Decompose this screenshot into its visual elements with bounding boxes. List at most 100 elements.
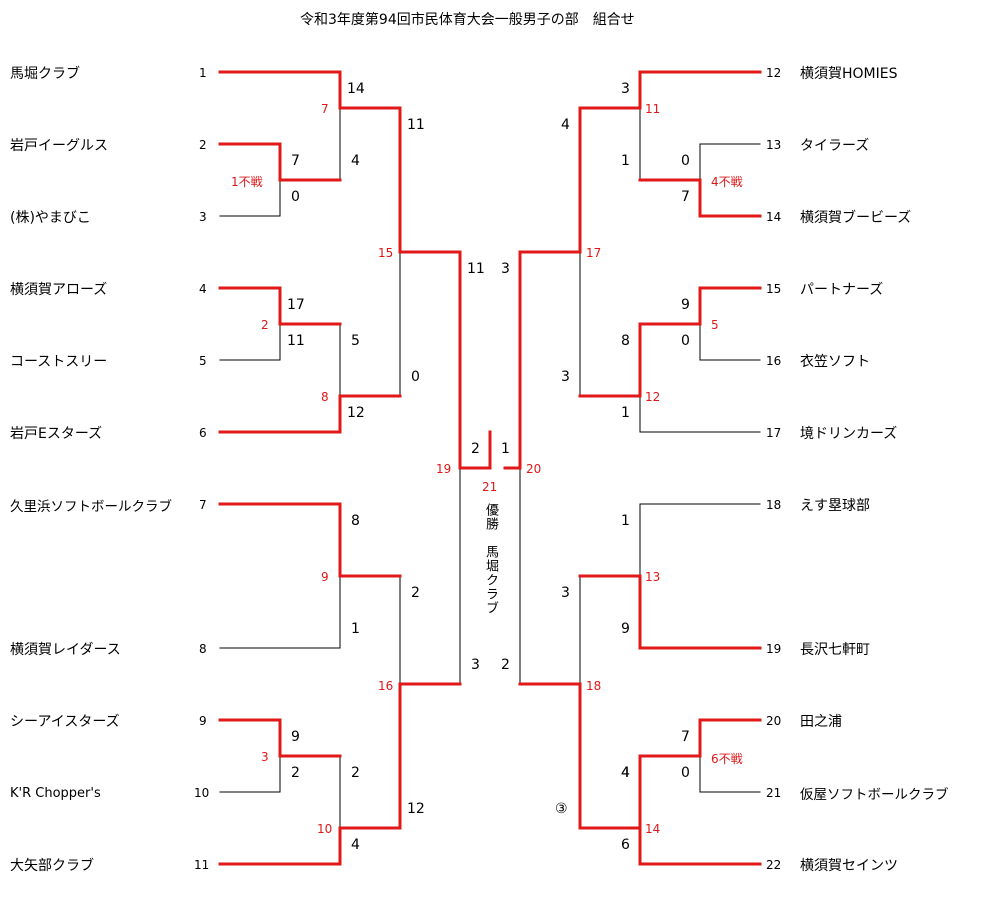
score-m5-top: 9 bbox=[681, 297, 690, 313]
score-m2-bot: 11 bbox=[287, 333, 305, 349]
score-m13-top: 1 bbox=[621, 513, 630, 529]
match-number-14: 14 bbox=[645, 822, 661, 836]
score-m16-top: 2 bbox=[411, 585, 420, 601]
win-team9 bbox=[218, 718, 282, 758]
score-m19-top: 11 bbox=[467, 261, 485, 277]
team-seed-13: 13 bbox=[766, 138, 782, 152]
win-m15 bbox=[398, 106, 462, 254]
score-m3-top: 9 bbox=[291, 729, 300, 745]
team-name-岩戸イーグルス: 岩戸イーグルス bbox=[10, 138, 108, 154]
match-number-16: 16 bbox=[378, 679, 394, 693]
team-seed-19: 19 bbox=[766, 642, 782, 656]
team-name-タイラーズ: タイラーズ bbox=[800, 138, 870, 154]
team-seed-17: 17 bbox=[766, 426, 782, 440]
team-name-大矢部クラブ: 大矢部クラブ bbox=[10, 858, 94, 874]
team-name-岩戸Eスターズ: 岩戸Eスターズ bbox=[10, 426, 103, 442]
win-team20 bbox=[638, 718, 762, 758]
line-m3-advance bbox=[279, 755, 341, 829]
team-name-横須賀セインツ: 横須賀セインツ bbox=[800, 858, 898, 874]
team-seed-14: 14 bbox=[766, 210, 782, 224]
line-team18 bbox=[639, 503, 761, 577]
score-m3-bot: 2 bbox=[291, 765, 300, 781]
win-team4 bbox=[218, 286, 282, 326]
match-number-11: 11 bbox=[645, 102, 661, 116]
line-team10 bbox=[219, 755, 281, 793]
team-name-横須賀アローズ: 横須賀アローズ bbox=[10, 282, 108, 298]
team-seed-21: 21 bbox=[766, 786, 782, 800]
team-name-長沢七軒町: 長沢七軒町 bbox=[800, 642, 870, 658]
team-name-KR-Choppers: K'R Chopper's bbox=[10, 786, 101, 801]
match-number-4: 4不戦 bbox=[711, 175, 743, 189]
score-m13-bot: 9 bbox=[621, 621, 630, 637]
team-name-シーアイスターズ: シーアイスターズ bbox=[10, 714, 120, 730]
team-name-やまびこ: (株)やまびこ bbox=[10, 210, 91, 226]
team-name-横須賀HOMIES: 横須賀HOMIES bbox=[800, 66, 898, 82]
score-m5-bot: 0 bbox=[681, 333, 690, 349]
team-name-コーストスリー: コーストスリー bbox=[10, 354, 108, 370]
team-seed-6: 6 bbox=[199, 426, 207, 440]
line-m9-advance bbox=[339, 575, 401, 685]
line-team17 bbox=[639, 395, 761, 433]
match-number-10: 10 bbox=[317, 822, 333, 836]
match-number-2: 2 bbox=[261, 318, 269, 332]
win-m19 bbox=[458, 250, 492, 470]
score-m16-bot: 12 bbox=[407, 801, 425, 817]
team-seed-18: 18 bbox=[766, 498, 782, 512]
team-seed-5: 5 bbox=[199, 354, 207, 368]
score-m20-top: 3 bbox=[501, 261, 510, 277]
team-seed-1: 1 bbox=[199, 66, 207, 80]
team-name-久里浜ソフトボールクラブ: 久里浜ソフトボールクラブ bbox=[10, 499, 172, 515]
match-number-17: 17 bbox=[586, 246, 602, 260]
team-name-田之浦: 田之浦 bbox=[800, 714, 842, 730]
win-m17 bbox=[503, 106, 582, 470]
score-m11-bot: 1 bbox=[621, 153, 630, 169]
win-team12 bbox=[578, 70, 762, 110]
team-seed-8: 8 bbox=[199, 642, 207, 656]
score-m12-bot: 1 bbox=[621, 405, 630, 421]
team-seed-15: 15 bbox=[766, 282, 782, 296]
match-number-9: 9 bbox=[321, 570, 329, 584]
match-number-19: 19 bbox=[436, 462, 452, 476]
score-m4-bot: 7 bbox=[681, 189, 690, 205]
team-name-仮屋ソフトボールクラブ: 仮屋ソフトボールクラブ bbox=[800, 787, 949, 803]
line-team21 bbox=[699, 755, 761, 793]
team-seed-3: 3 bbox=[199, 210, 207, 224]
match-number-12: 12 bbox=[645, 390, 661, 404]
court-mark: ③ bbox=[555, 801, 568, 817]
score-m21-left: 2 bbox=[471, 441, 480, 457]
win-team11 bbox=[218, 826, 342, 866]
win-team14 bbox=[638, 178, 762, 218]
win-team7 bbox=[218, 502, 342, 578]
line-team16 bbox=[699, 323, 761, 361]
team-name-横須賀レイダース: 横須賀レイダース bbox=[10, 642, 121, 658]
team-name-衣笠ソフト: 衣笠ソフト bbox=[800, 354, 870, 370]
win-m16 bbox=[398, 682, 462, 830]
team-name-えす塁球部: えす塁球部 bbox=[800, 498, 870, 514]
line-m12-advance bbox=[579, 251, 641, 397]
score-m11-top: 3 bbox=[621, 81, 630, 97]
score-m9-top: 8 bbox=[351, 513, 360, 529]
score-m14-top: 4 bbox=[621, 765, 630, 781]
line-team3 bbox=[219, 179, 281, 217]
score-m21-right: 1 bbox=[501, 441, 510, 457]
match-number-18: 18 bbox=[586, 679, 602, 693]
score-m10-top: 2 bbox=[351, 765, 360, 781]
page-title: 令和3年度第94回市民体育大会一般男子の部 組合せ bbox=[300, 12, 635, 28]
score-m2-top: 17 bbox=[287, 297, 305, 313]
winner-lines bbox=[218, 70, 762, 866]
team-seed-10: 10 bbox=[194, 786, 210, 800]
score-m17-bot: 3 bbox=[561, 369, 570, 385]
score-m7-bot: 4 bbox=[351, 153, 360, 169]
team-name-馬堀クラブ: 馬堀クラブ bbox=[10, 66, 80, 82]
win-m5-advance bbox=[578, 322, 642, 398]
score-m8-bot: 12 bbox=[347, 405, 365, 421]
score-m6-top: 7 bbox=[681, 729, 690, 745]
score-m9-bot: 1 bbox=[351, 621, 360, 637]
win-team1 bbox=[218, 70, 342, 110]
match-number-6: 6不戦 bbox=[711, 752, 743, 766]
match-number-15: 15 bbox=[378, 246, 394, 260]
score-m10-bot: 4 bbox=[351, 837, 360, 853]
score-m7-top: 14 bbox=[347, 81, 365, 97]
score-m15-bot: 0 bbox=[411, 369, 420, 385]
match-number-13: 13 bbox=[645, 570, 661, 584]
